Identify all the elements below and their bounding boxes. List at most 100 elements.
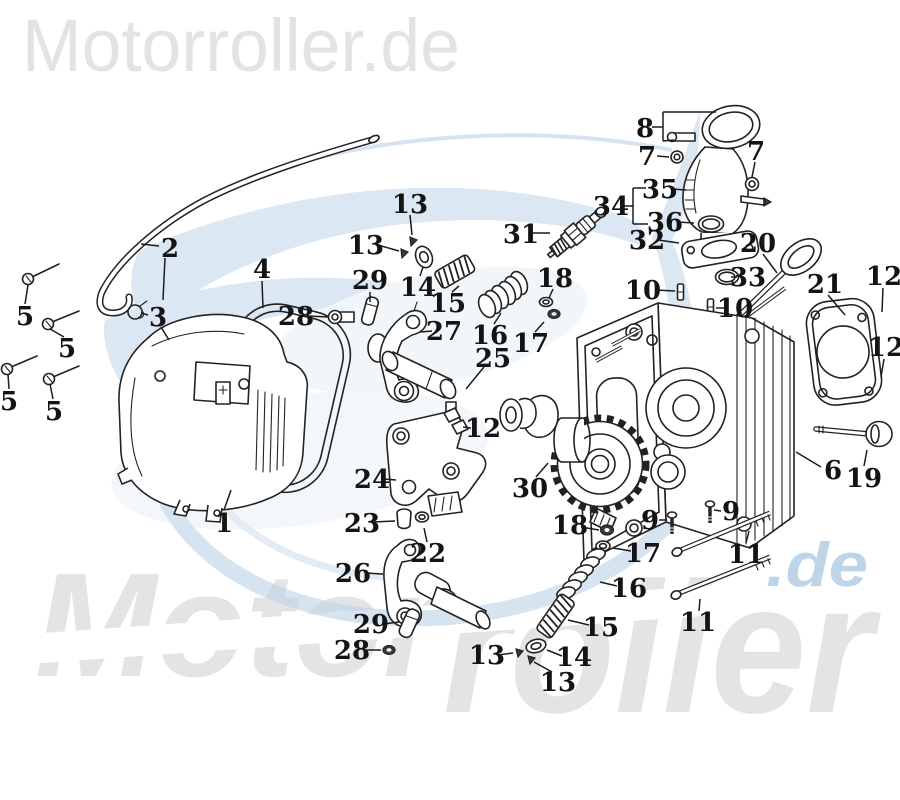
leader-line	[462, 426, 472, 429]
leader-line	[382, 621, 400, 625]
leader-line	[657, 239, 680, 244]
part-label-18: 18	[552, 511, 588, 541]
part-drawing-cam-holder	[385, 401, 487, 517]
part-label-9: 9	[641, 506, 659, 536]
part-label-26: 26	[335, 559, 371, 589]
leader-line	[465, 366, 485, 390]
part-label-18: 18	[537, 264, 573, 294]
leader-line	[140, 243, 160, 247]
part-label-16: 16	[611, 574, 647, 604]
leader-line	[567, 619, 590, 626]
part-drawing-bushing-12	[443, 407, 461, 423]
watermark-de-accent: .de	[766, 531, 868, 600]
leader-line	[762, 253, 778, 274]
part-label-20: 20	[740, 229, 776, 259]
part-label-13: 13	[540, 668, 576, 698]
watermark-bottom: Motor roller .de	[0, 531, 900, 752]
part-label-12: 12	[866, 262, 900, 292]
leader-line	[713, 509, 722, 512]
leader-line	[7, 373, 10, 390]
part-label-7: 7	[747, 137, 765, 167]
part-label-3: 3	[149, 303, 167, 333]
part-drawing-spark-plug	[546, 206, 607, 259]
part-label-28: 28	[334, 636, 370, 666]
part-drawing-rocker-shaft	[381, 350, 457, 400]
part-label-5: 5	[0, 387, 18, 417]
part-label-5: 5	[58, 334, 76, 364]
part-label-22: 22	[410, 539, 446, 569]
part-drawing-cover-bolts	[0, 263, 80, 386]
part-drawing-bolts-9	[666, 500, 716, 534]
part-label-12: 12	[868, 333, 900, 363]
part-label-13: 13	[469, 641, 505, 671]
part-label-17: 17	[625, 539, 661, 569]
part-label-29: 29	[352, 266, 388, 296]
part-label-5: 5	[16, 302, 34, 332]
part-label-2: 2	[161, 234, 179, 264]
part-label-10: 10	[625, 276, 661, 306]
watermark-top: Motorroller.de	[22, 4, 460, 87]
part-drawing-manifold-gasket-32	[680, 230, 760, 269]
leader-line	[49, 383, 54, 400]
part-label-17: 17	[513, 329, 549, 359]
part-label-11: 11	[680, 608, 716, 638]
part-label-33: 33	[730, 263, 766, 293]
leader-line	[49, 328, 65, 338]
leader-line	[419, 330, 433, 333]
part-drawing-seat-seal-upper	[538, 296, 561, 320]
leader-line	[364, 572, 384, 575]
part-label-29: 29	[353, 610, 389, 640]
part-drawing-hose-clip	[127, 300, 148, 320]
part-drawing-pin-29-upper	[360, 296, 380, 326]
leader-line	[546, 649, 563, 657]
part-label-15: 15	[583, 613, 619, 643]
part-drawing-valve-stack-lower	[515, 524, 615, 666]
part-drawing-breather-hose	[96, 134, 380, 317]
part-label-21: 21	[807, 270, 843, 300]
part-drawing-outer-spring-upper	[477, 270, 529, 319]
part-label-6: 6	[824, 456, 842, 486]
part-label-34: 34	[593, 192, 629, 222]
leader-line	[419, 266, 424, 277]
part-drawing-head-gasket	[805, 297, 883, 406]
part-label-7: 7	[638, 142, 656, 172]
leader-line	[671, 188, 687, 191]
part-label-35: 35	[642, 175, 678, 205]
part-label-19: 19	[846, 464, 882, 494]
leader-line	[881, 287, 884, 313]
part-drawing-cotters-upper	[400, 236, 434, 269]
part-label-4: 4	[253, 255, 271, 285]
leader-line	[676, 221, 695, 224]
leader-line	[863, 449, 868, 467]
leader-line	[409, 214, 413, 236]
part-drawing-bolt-28-upper	[327, 309, 355, 325]
part-drawing-valve-cover	[117, 313, 309, 523]
part-label-36: 36	[647, 208, 683, 238]
part-label-5: 5	[45, 397, 63, 427]
leader-line	[451, 285, 460, 293]
leader-line	[599, 581, 618, 587]
leader-line	[160, 326, 170, 341]
leader-line	[548, 288, 554, 299]
leader-line	[698, 598, 701, 612]
leader-line	[751, 161, 756, 178]
part-drawing-pin-29-lower	[398, 608, 421, 639]
leader-line	[383, 478, 397, 481]
part-label-11: 11	[728, 540, 764, 570]
part-label-16: 16	[472, 321, 508, 351]
leader-line	[423, 527, 428, 543]
leader-line	[827, 294, 846, 316]
part-label-1: 1	[215, 509, 233, 539]
part-drawing-tappet-parts	[396, 508, 430, 530]
leader-line	[162, 257, 166, 301]
part-label-25: 25	[475, 344, 511, 374]
leader-line	[533, 661, 553, 673]
leader-line	[140, 312, 149, 316]
leader-line	[612, 547, 632, 552]
leader-line	[656, 155, 670, 158]
part-label-10: 10	[717, 294, 753, 324]
leader-line	[24, 284, 29, 305]
